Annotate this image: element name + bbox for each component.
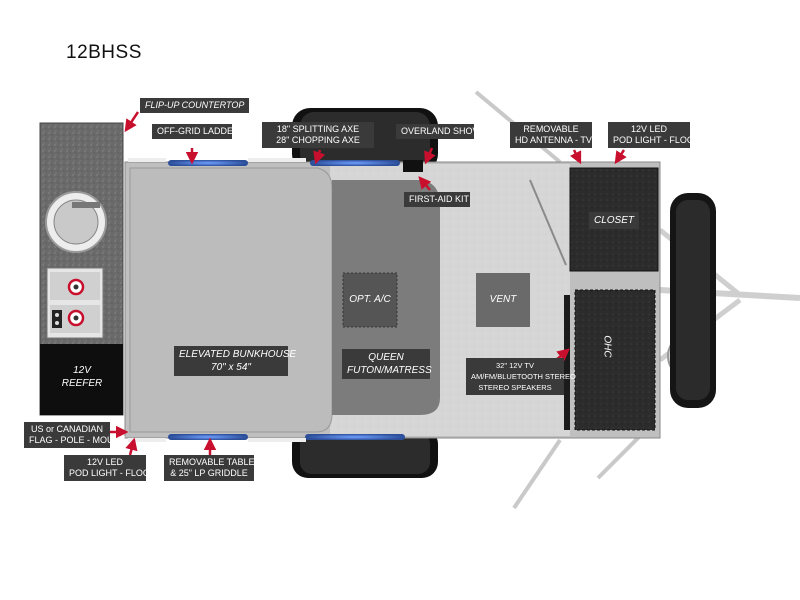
reefer-fridge	[40, 344, 123, 415]
callout-arrows	[110, 111, 627, 456]
callout-pod-light-bottom: 12V LED POD LIGHT - FLOOD	[64, 455, 156, 481]
label-ohc: OHC	[601, 335, 613, 358]
stovetop	[46, 267, 104, 339]
label-elevated-bunkhouse: ELEVATED BUNKHOUSE 70" x 54"	[174, 346, 296, 376]
model-title: 12BHSS	[66, 42, 142, 63]
callout-flag-pole: US or CANADIAN FLAG - POLE - MOUNT	[24, 422, 126, 448]
elevated-bunk	[129, 167, 333, 433]
first-aid-kit-mount	[403, 160, 423, 172]
opt-ac-unit	[342, 272, 398, 328]
windows	[128, 158, 405, 442]
label-queen-futon: QUEEN FUTON/MATRESS	[342, 349, 432, 379]
callout-off-grid-ladder: OFF-GRID LADDER	[152, 124, 240, 139]
sink	[45, 191, 107, 253]
label-closet: CLOSET	[589, 212, 640, 229]
label-tv-stereo: 32" 12V TV AM/FM/BLUETOOTH STEREO STEREO…	[466, 358, 576, 395]
label-reefer: 12V REEFER	[61, 365, 103, 389]
roof-vent	[476, 273, 530, 327]
label-opt-ac: OPT. A/C	[349, 294, 391, 305]
door-swing	[529, 179, 567, 266]
callout-removable-table: REMOVABLE TABLE & 25" LP GRIDDLE	[164, 455, 255, 481]
callout-pod-light-top: 12V LED POD LIGHT - FLOOD	[608, 122, 700, 148]
callout-overland-shovel: OVERLAND SHOVEL	[396, 124, 490, 139]
callout-first-aid-kit: FIRST-AID KIT	[404, 192, 470, 207]
tv-panel	[564, 295, 570, 430]
callout-flip-up-countertop: FLIP-UP COUNTERTOP	[140, 98, 250, 113]
label-vent: VENT	[489, 294, 517, 305]
callout-axes: 18" SPLITTING AXE 28" CHOPPING AXE	[262, 122, 374, 148]
callout-hd-antenna: REMOVABLE HD ANTENNA - TV	[510, 122, 592, 148]
ohc-cabinet	[574, 289, 656, 431]
spare-tire	[670, 193, 716, 408]
